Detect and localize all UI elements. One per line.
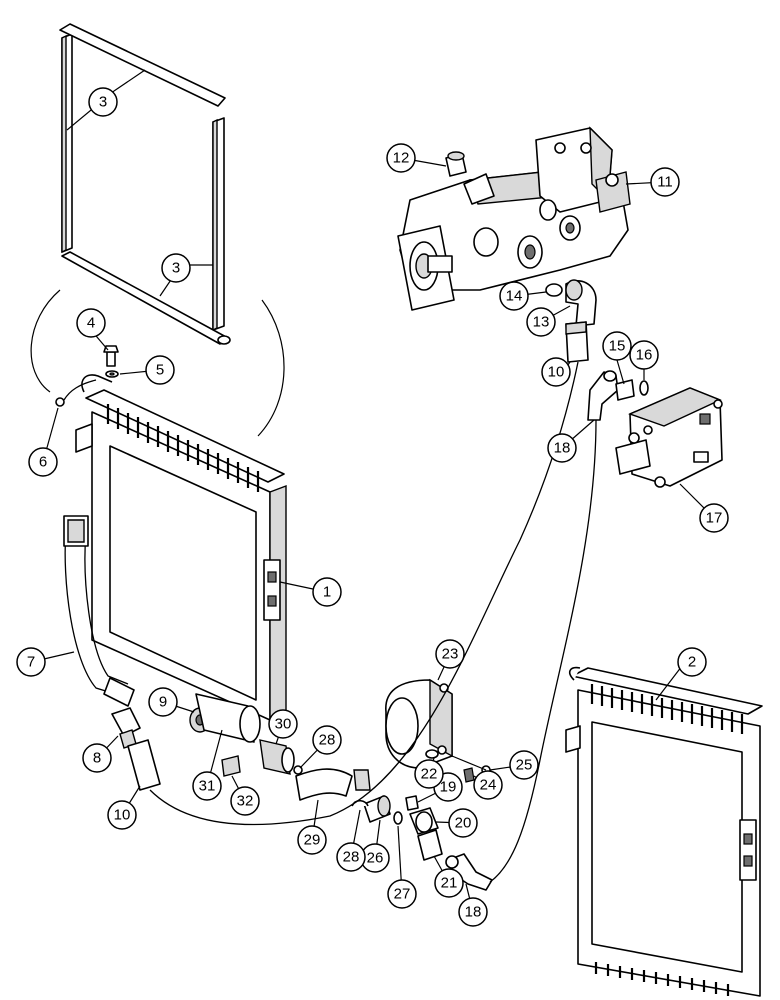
svg-text:22: 22 [421, 766, 438, 783]
callout-24: 24 [473, 770, 503, 800]
callout-17: 17 [699, 503, 729, 533]
plug-12 [445, 151, 467, 177]
svg-text:25: 25 [516, 757, 533, 774]
callout-5: 5 [145, 355, 175, 385]
svg-text:1: 1 [323, 584, 331, 601]
elbow-18-upper [587, 370, 619, 421]
svg-text:20: 20 [455, 815, 472, 832]
svg-text:4: 4 [87, 315, 95, 332]
callout-23: 23 [435, 639, 465, 669]
sleeve-parts [189, 693, 261, 777]
svg-text:11: 11 [657, 174, 673, 191]
callout-15: 15 [602, 331, 632, 361]
callout-21: 21 [434, 868, 464, 898]
callout-10-left: 10 [107, 800, 137, 830]
svg-text:12: 12 [393, 150, 410, 167]
svg-text:26: 26 [367, 850, 384, 867]
callout-2: 2 [677, 647, 707, 677]
callout-8: 8 [82, 743, 112, 773]
fittings-15-16 [615, 379, 649, 401]
svg-text:19: 19 [440, 779, 457, 796]
svg-text:31: 31 [199, 778, 216, 795]
callout-11: 11 [650, 167, 680, 197]
svg-text:5: 5 [156, 362, 164, 379]
svg-text:18: 18 [465, 904, 482, 921]
svg-text:17: 17 [706, 510, 723, 527]
callout-29: 29 [297, 825, 327, 855]
callout-25: 25 [509, 750, 539, 780]
hydraulic-cooler [565, 666, 763, 997]
callout-22: 22 [414, 759, 444, 789]
svg-text:28: 28 [343, 849, 360, 866]
group-bracket-right [257, 299, 285, 437]
callout-28-bottom: 28 [336, 842, 366, 872]
svg-text:32: 32 [237, 793, 254, 810]
callout-1: 1 [312, 577, 342, 607]
callout-30: 30 [268, 709, 298, 739]
svg-text:21: 21 [441, 875, 458, 892]
oil-cooler [75, 374, 287, 722]
svg-text:28: 28 [319, 732, 336, 749]
svg-text:9: 9 [159, 694, 167, 711]
svg-text:18: 18 [554, 440, 571, 457]
elbow-13-oring-14 [545, 279, 597, 327]
cooler-outlet-hose [63, 515, 135, 707]
callout-3-middle: 3 [161, 253, 191, 283]
callout-4: 4 [76, 308, 106, 338]
svg-text:30: 30 [275, 716, 292, 733]
callout-6: 6 [28, 447, 58, 477]
hydrostatic-pump [397, 126, 631, 311]
seal-strips [59, 23, 231, 345]
elbow-adapter [111, 707, 161, 791]
callout-3-top: 3 [88, 87, 118, 117]
svg-text:6: 6 [39, 454, 47, 471]
group-bracket-left [30, 289, 61, 393]
callout-10-right: 10 [541, 357, 571, 387]
control-valve [615, 387, 723, 488]
svg-text:7: 7 [27, 654, 35, 671]
callout-13: 13 [526, 307, 556, 337]
fittings-30-28-29 [259, 739, 371, 801]
svg-text:29: 29 [304, 832, 321, 849]
svg-text:15: 15 [609, 338, 626, 355]
svg-text:23: 23 [442, 646, 459, 663]
svg-text:16: 16 [636, 347, 653, 364]
callout-26: 26 [360, 843, 390, 873]
callout-18-upper: 18 [547, 433, 577, 463]
svg-text:10: 10 [548, 364, 565, 381]
callout-7: 7 [16, 647, 46, 677]
svg-text:3: 3 [172, 260, 180, 277]
callout-14: 14 [499, 281, 529, 311]
pump-fittings [351, 755, 491, 825]
hose-valve-to-cooler [489, 419, 597, 883]
callout-32: 32 [230, 786, 260, 816]
callout-28-top: 28 [312, 725, 342, 755]
svg-text:13: 13 [533, 314, 550, 331]
svg-text:24: 24 [480, 777, 497, 794]
adapter-10-right [565, 321, 589, 363]
callout-20: 20 [448, 808, 478, 838]
callout-31: 31 [192, 771, 222, 801]
svg-text:8: 8 [93, 750, 101, 767]
callout-12: 12 [386, 143, 416, 173]
svg-text:2: 2 [688, 654, 696, 671]
charge-pump [385, 678, 453, 769]
callout-18-lower: 18 [458, 897, 488, 927]
fittings-4-5-6 [55, 345, 119, 407]
callout-9: 9 [148, 687, 178, 717]
svg-text:3: 3 [99, 94, 107, 111]
callout-27: 27 [387, 879, 417, 909]
svg-text:10: 10 [114, 807, 131, 824]
svg-text:14: 14 [506, 288, 523, 305]
hose-cooler-to-pump [149, 361, 579, 826]
svg-text:27: 27 [394, 886, 411, 903]
callout-16: 16 [629, 340, 659, 370]
fittings-19-20-21 [405, 795, 443, 861]
